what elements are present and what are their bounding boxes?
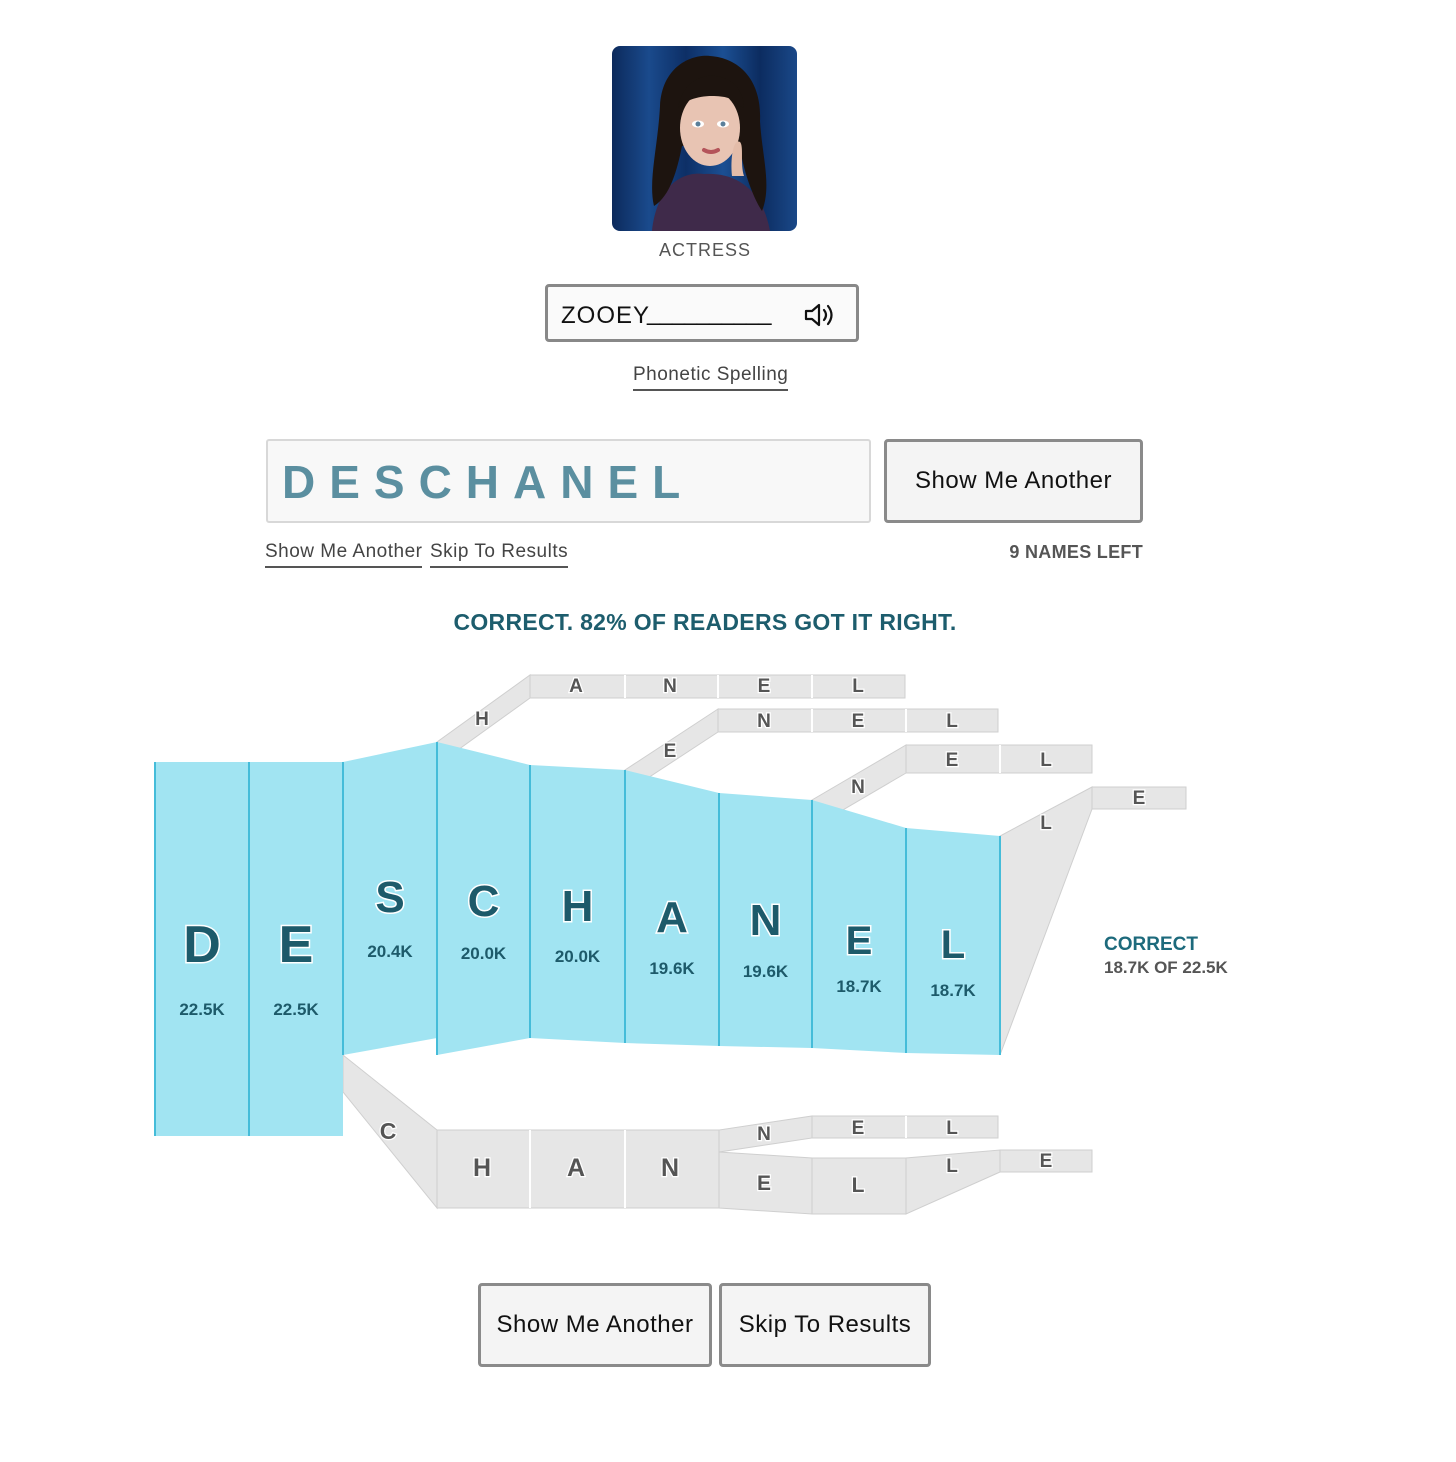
correct-letter: N xyxy=(750,896,782,945)
result-message: CORRECT. 82% OF READERS GOT IT RIGHT. xyxy=(453,609,957,635)
skip-to-results-bottom-button[interactable]: Skip To Results xyxy=(719,1283,931,1367)
branch-shape xyxy=(1091,786,1187,810)
branch-letter: C xyxy=(380,1118,397,1144)
branch-letter: N xyxy=(757,711,771,732)
branch-letter: N xyxy=(661,1154,679,1182)
branch-letter: L xyxy=(852,1174,865,1197)
skip-to-results-link[interactable]: Skip To Results xyxy=(430,541,569,568)
correct-letter: E xyxy=(846,919,873,963)
branch-letter: A xyxy=(567,1154,585,1182)
correct-letter-column xyxy=(343,742,437,1055)
correct-letter-column xyxy=(249,762,343,1136)
correct-summary-count: 18.7K OF 22.5K xyxy=(1104,958,1228,977)
branch-letter: N xyxy=(663,676,677,697)
first-name-text: ZOOEY xyxy=(561,302,651,329)
correct-letter-count: 19.6K xyxy=(649,959,695,978)
branch-letter: H xyxy=(473,1154,491,1182)
portrait-photo xyxy=(612,46,797,231)
branch-letter: L xyxy=(946,711,958,732)
portrait-caption: ACTRESS xyxy=(658,240,752,260)
branch-letter: H xyxy=(475,709,489,730)
correct-letter-column xyxy=(906,828,1000,1055)
show-me-another-bottom-button[interactable]: Show Me Another xyxy=(478,1283,712,1367)
correct-letter-count: 19.6K xyxy=(743,962,789,981)
answer-field[interactable]: DESCHANEL xyxy=(266,439,871,523)
branch-letter: E xyxy=(1040,1151,1053,1172)
correct-letter-column xyxy=(437,742,530,1055)
correct-letter-column xyxy=(812,800,906,1053)
correct-letter-count: 20.4K xyxy=(367,942,413,961)
branch-letter: E xyxy=(1133,788,1146,809)
correct-summary-label: CORRECT xyxy=(1104,934,1198,955)
branch-letter: E xyxy=(946,750,959,771)
branch-letter: L xyxy=(1040,813,1052,834)
correct-letter-count: 20.0K xyxy=(555,947,601,966)
branch-shape xyxy=(717,708,999,733)
branch-letter: A xyxy=(569,676,583,697)
correct-letter: E xyxy=(279,916,314,974)
incorrect-branches xyxy=(342,674,1187,1215)
branch-letters: A N E L H N E L E E L N E L C H A N N E … xyxy=(378,675,1146,1199)
answer-text: DESCHANEL xyxy=(282,456,695,508)
correct-letter-count: 22.5K xyxy=(179,1000,225,1019)
branch-letter: E xyxy=(852,1118,865,1139)
branch-letter: L xyxy=(1040,750,1052,771)
correct-letter-column xyxy=(530,765,625,1043)
correct-letter-count: 22.5K xyxy=(273,1000,319,1019)
correct-letter-count: 18.7K xyxy=(836,977,882,996)
correct-letter-column xyxy=(625,770,719,1046)
name-prompt-box: ZOOEY __________ xyxy=(545,284,859,342)
branch-letter: L xyxy=(946,1118,958,1139)
correct-letter-count: 18.7K xyxy=(930,981,976,1000)
correct-letter: D xyxy=(183,916,221,974)
show-me-another-link[interactable]: Show Me Another xyxy=(265,541,423,568)
branch-letter: E xyxy=(757,1172,771,1195)
phonetic-spelling-link[interactable]: Phonetic Spelling xyxy=(633,364,789,391)
branch-shape xyxy=(436,1129,720,1209)
branch-letter: L xyxy=(852,676,864,697)
correct-letter-column xyxy=(719,793,812,1048)
branch-letter: E xyxy=(664,741,677,762)
correct-letter: L xyxy=(941,923,965,967)
correct-path: D 22.5K E 22.5K S 20.4K C 20.0K H 20.0K A 19.6K N 19.… xyxy=(154,742,1001,1136)
branch-letter: N xyxy=(851,777,865,798)
correct-letter-count: 20.0K xyxy=(461,944,507,963)
speaker-icon[interactable] xyxy=(803,301,843,329)
correct-letter: A xyxy=(656,893,688,942)
show-me-another-button[interactable]: Show Me Another xyxy=(884,439,1143,523)
portrait-image xyxy=(612,46,797,231)
branch-letter: N xyxy=(757,1124,771,1145)
correct-letter: C xyxy=(468,877,500,926)
correct-letter: H xyxy=(562,882,594,931)
correct-letter-column xyxy=(155,762,249,1136)
correct-letter: S xyxy=(375,873,404,922)
names-left-count: 9 NAMES LEFT xyxy=(1009,542,1143,562)
branch-letter: L xyxy=(946,1156,958,1177)
branch-letter: E xyxy=(852,711,865,732)
branch-shape xyxy=(811,1157,907,1215)
branch-shape xyxy=(999,1149,1093,1173)
branch-letter: E xyxy=(758,676,771,697)
last-name-blank: __________ xyxy=(647,299,771,326)
